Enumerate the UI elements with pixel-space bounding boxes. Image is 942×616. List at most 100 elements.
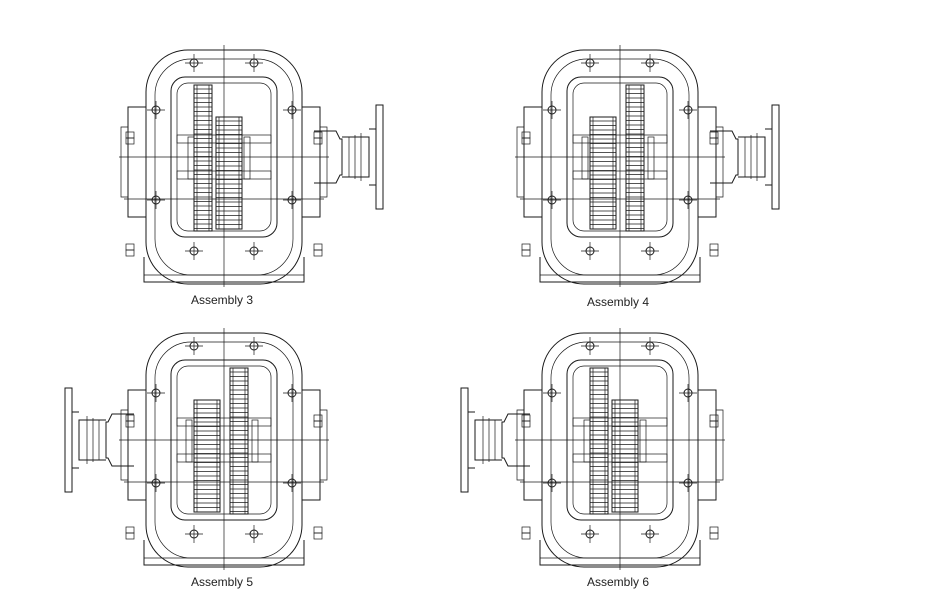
flange-plate — [375, 104, 384, 210]
flange-plate — [460, 387, 469, 493]
flange-hub — [314, 130, 343, 184]
side-lug — [302, 106, 328, 257]
flange-neck — [738, 136, 766, 178]
hub-collar — [185, 419, 193, 463]
lug-bolt — [709, 249, 719, 257]
assembly-5-drawing — [64, 328, 329, 570]
side-plate-edge — [120, 409, 128, 481]
flange-collar — [71, 411, 79, 469]
assembly-3-drawing — [119, 45, 384, 287]
hub-collar — [187, 136, 195, 180]
lug-bolt — [125, 414, 135, 422]
hub-collar — [639, 419, 647, 463]
driven-gear — [611, 399, 639, 513]
assembly-5-caption: Assembly 5 — [190, 575, 254, 589]
assembly-6-drawing — [460, 328, 725, 570]
side-lug — [120, 389, 146, 540]
lug-bolt — [709, 526, 719, 534]
lug-bolt — [521, 249, 531, 257]
lug-bolt — [521, 526, 531, 534]
output-flange — [314, 104, 384, 210]
lug-bolt — [709, 137, 719, 145]
flange-neck — [474, 419, 502, 461]
flange-plate — [64, 387, 73, 493]
gear-outline — [229, 367, 249, 515]
side-lug — [120, 106, 146, 257]
side-lug — [302, 389, 328, 540]
lug-bolt — [125, 131, 135, 139]
driven-gear — [215, 116, 243, 230]
gear-outline — [625, 84, 645, 232]
assembly-3-caption: Assembly 3 — [190, 293, 254, 307]
lug-bolt — [709, 420, 719, 428]
assembly-4-drawing — [515, 45, 780, 287]
lug-bolt — [125, 249, 135, 257]
side-lug — [516, 106, 542, 257]
side-plate — [302, 106, 321, 218]
hub-collar — [581, 136, 589, 180]
flange-collar — [765, 128, 773, 186]
side-plate — [127, 389, 146, 501]
output-flange — [710, 104, 780, 210]
side-plate — [302, 389, 321, 501]
lug-bolt — [709, 131, 719, 139]
flange-hub — [501, 413, 530, 467]
assembly-4-caption: Assembly 4 — [586, 295, 650, 309]
flange-plate — [771, 104, 780, 210]
lug-bolt — [313, 131, 323, 139]
lug-bolt — [709, 243, 719, 251]
lug-bolt — [125, 420, 135, 428]
side-plate — [127, 106, 146, 218]
side-plate-edge — [120, 126, 128, 198]
flange-neck — [342, 136, 370, 178]
lug-bolt — [313, 249, 323, 257]
side-plate — [523, 389, 542, 501]
assembly-6-caption: Assembly 6 — [586, 575, 650, 589]
flange-hub — [105, 413, 134, 467]
flange-neck — [78, 419, 106, 461]
hub-collar — [583, 419, 591, 463]
hub-collar — [251, 419, 259, 463]
gearbox — [64, 328, 329, 570]
flange-hub — [710, 130, 739, 184]
side-plate — [523, 106, 542, 218]
side-plate-edge — [516, 409, 524, 481]
gearbox — [119, 45, 384, 287]
lug-bolt — [125, 526, 135, 534]
lug-bolt — [521, 131, 531, 139]
side-plate — [698, 389, 717, 501]
lug-bolt — [125, 243, 135, 251]
lug-bolt — [521, 414, 531, 422]
output-flange — [64, 387, 134, 493]
lug-bolt — [313, 420, 323, 428]
lug-bolt — [313, 526, 323, 534]
lug-bolt — [125, 532, 135, 540]
flange-collar — [369, 128, 377, 186]
side-lug — [698, 389, 724, 540]
side-plate-edge — [716, 409, 724, 481]
output-flange — [460, 387, 530, 493]
gear-outline — [193, 399, 221, 513]
driven-gear — [193, 399, 221, 513]
lug-bolt — [521, 420, 531, 428]
side-plate-edge — [716, 126, 724, 198]
large-gear — [625, 84, 645, 232]
driven-gear — [589, 116, 617, 230]
lug-bolt — [313, 137, 323, 145]
lug-bolt — [709, 414, 719, 422]
side-plate-edge — [516, 126, 524, 198]
lug-bolt — [125, 137, 135, 145]
side-plate-edge — [320, 409, 328, 481]
flange-collar — [467, 411, 475, 469]
large-gear — [589, 367, 609, 515]
gear-outline — [589, 116, 617, 230]
side-plate — [698, 106, 717, 218]
gearbox — [515, 45, 780, 287]
side-lug — [516, 389, 542, 540]
hub-collar — [243, 136, 251, 180]
hub-collar — [647, 136, 655, 180]
side-lug — [698, 106, 724, 257]
gear-outline — [215, 116, 243, 230]
lug-bolt — [521, 532, 531, 540]
